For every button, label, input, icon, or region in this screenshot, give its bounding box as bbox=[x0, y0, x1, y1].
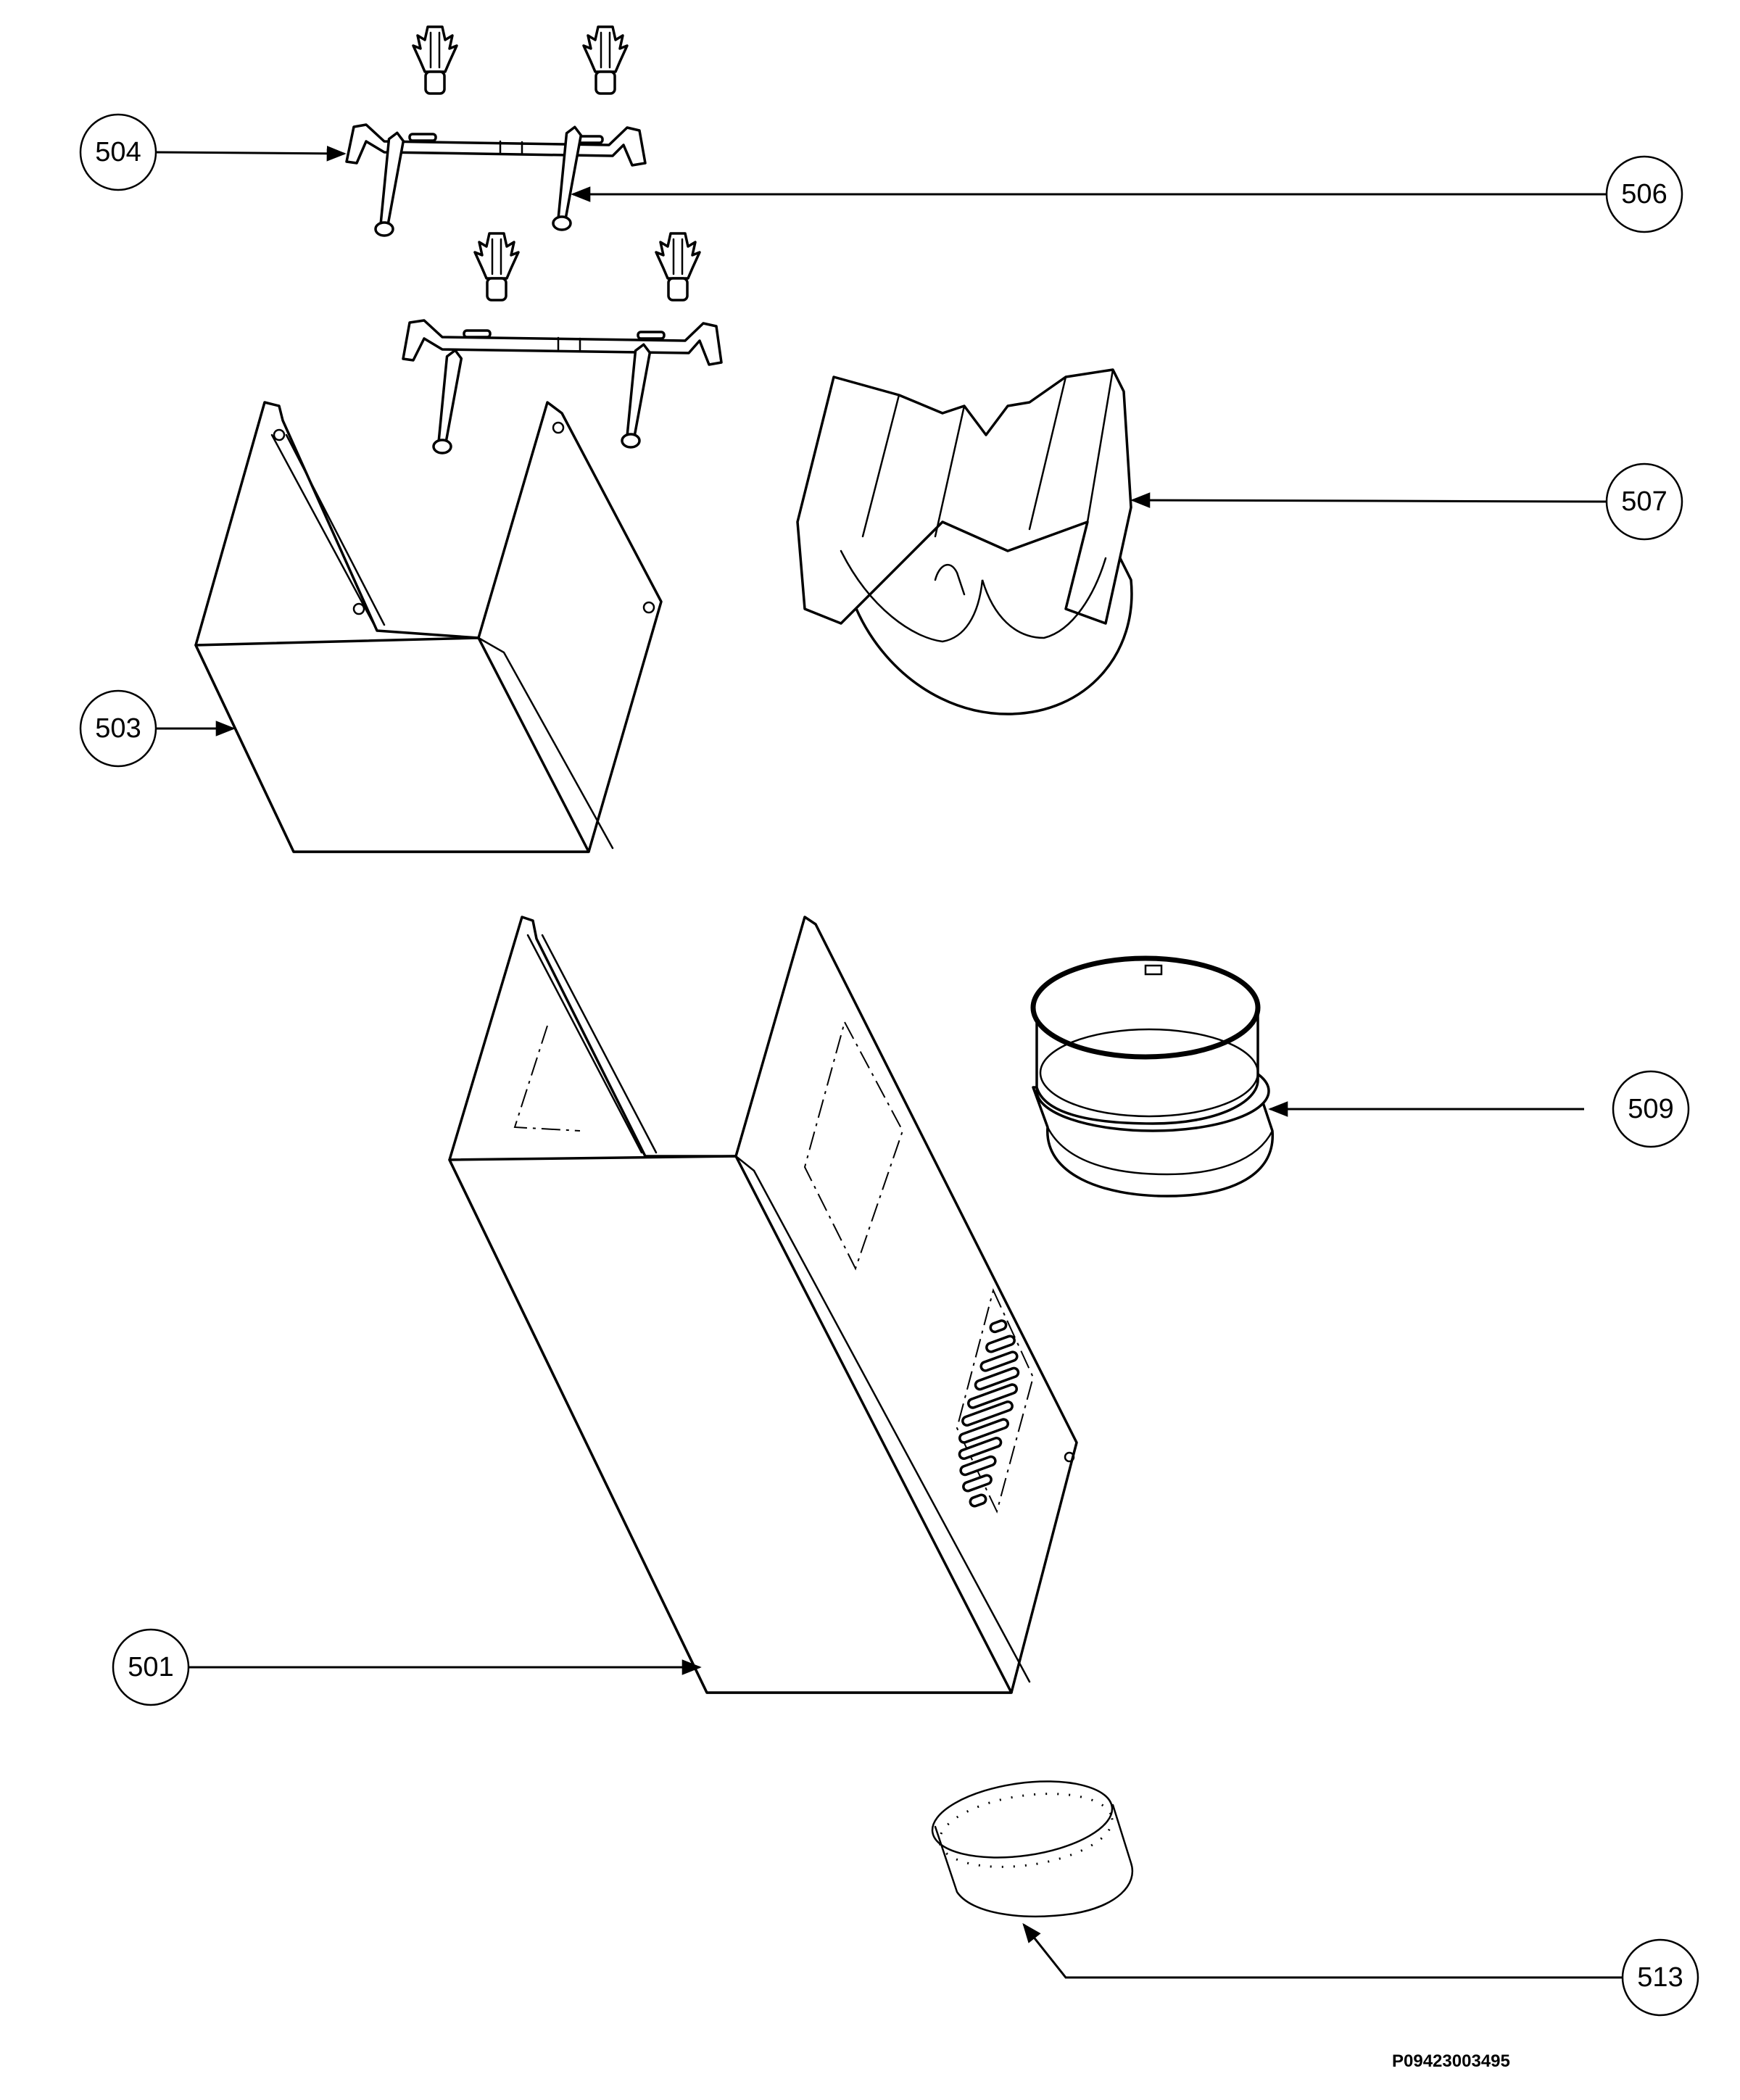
callout-506: 506 bbox=[1605, 155, 1683, 233]
svg-text:506: 506 bbox=[1621, 179, 1667, 209]
callout-513: 513 bbox=[1621, 1938, 1699, 2017]
callout-503: 503 bbox=[79, 689, 157, 768]
callout-504: 504 bbox=[79, 113, 157, 191]
svg-text:509: 509 bbox=[1628, 1094, 1673, 1124]
upper-chimney-cover bbox=[194, 401, 663, 853]
ventilation-slots bbox=[956, 1288, 1035, 1514]
air-outlet-deflector bbox=[796, 368, 1133, 715]
wall-bracket-lower bbox=[402, 232, 723, 455]
wall-bracket-upper bbox=[345, 25, 647, 237]
svg-text:507: 507 bbox=[1621, 486, 1667, 517]
callout-501: 501 bbox=[112, 1628, 190, 1706]
reduction-ring bbox=[931, 1780, 1133, 1917]
svg-text:501: 501 bbox=[128, 1652, 173, 1682]
callout-507: 507 bbox=[1605, 462, 1683, 541]
svg-text:503: 503 bbox=[95, 713, 141, 744]
exhaust-flange-ring bbox=[1030, 955, 1274, 1198]
callout-509: 509 bbox=[1612, 1070, 1690, 1148]
drawing-number: P09423003495 bbox=[1392, 2051, 1510, 2071]
lower-chimney-cover bbox=[448, 916, 1078, 1694]
svg-text:504: 504 bbox=[95, 137, 141, 167]
svg-text:513: 513 bbox=[1637, 1962, 1683, 1993]
